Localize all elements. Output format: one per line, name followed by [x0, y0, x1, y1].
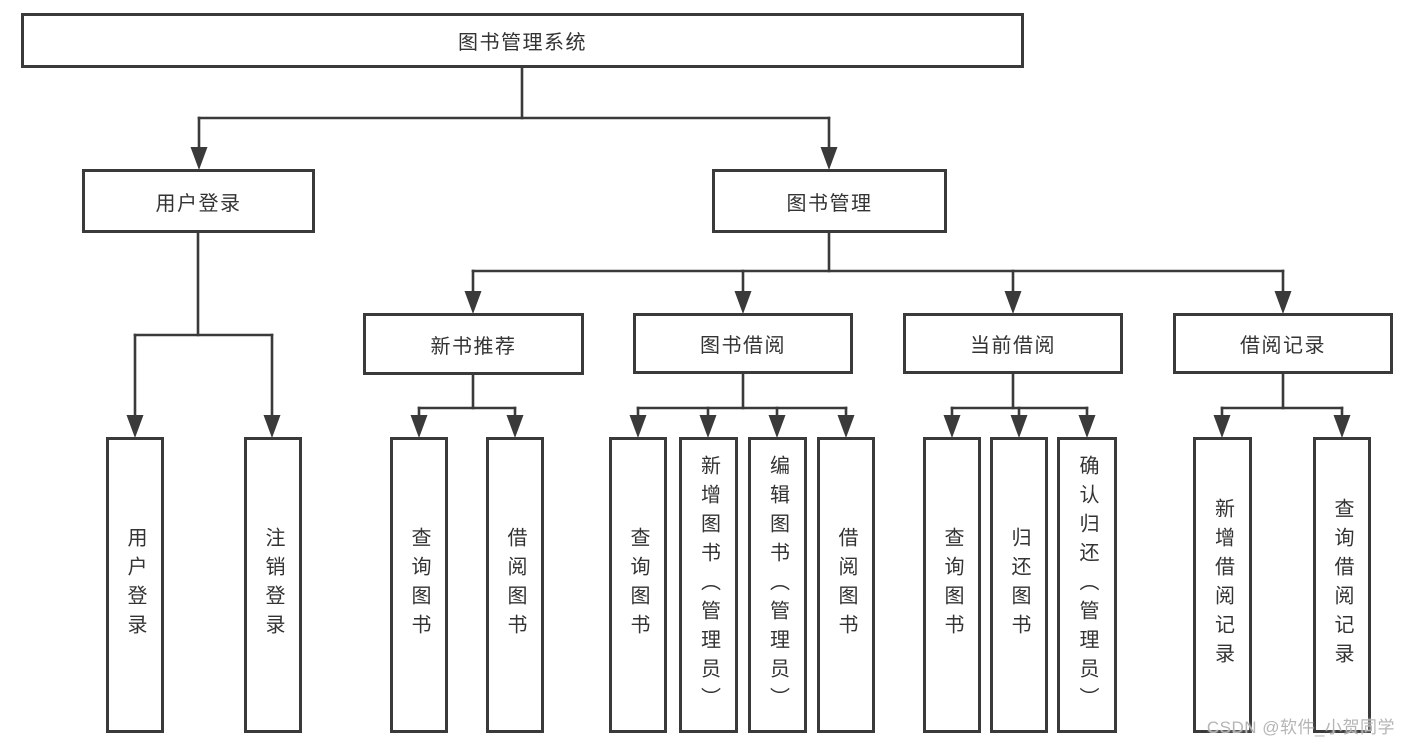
node-label: 查询图书 [941, 527, 963, 643]
diagram-node-current-borrow: 当前借阅 [903, 313, 1123, 374]
diagram-node-leaf-cb-query: 查询图书 [923, 437, 981, 733]
diagram-node-leaf-user-login: 用户登录 [106, 437, 164, 733]
diagram-node-leaf-bb-query: 查询图书 [609, 437, 667, 733]
arrowhead-icon [1274, 291, 1292, 314]
arrowhead-icon [629, 415, 647, 438]
node-label: 图书管理 [786, 192, 873, 215]
node-label: 编辑图书（管理员） [766, 454, 789, 716]
node-label: 确认归还（管理员） [1076, 454, 1098, 716]
arrowhead-icon [506, 415, 524, 438]
diagram-node-leaf-nb-borrow: 借阅图书 [486, 437, 544, 733]
diagram-node-root: 图书管理系统 [21, 13, 1024, 68]
diagram-node-book-mgmt: 图书管理 [712, 169, 947, 233]
arrowhead-icon [837, 415, 855, 438]
node-label: 借阅图书 [504, 527, 526, 643]
arrowhead-icon [820, 147, 838, 170]
node-label: 用户登录 [124, 527, 146, 643]
node-label: 借阅记录 [1240, 335, 1326, 357]
node-label: 注销登录 [262, 527, 284, 643]
diagram-node-leaf-rec-query: 查询借阅记录 [1313, 437, 1371, 733]
node-label: 借阅图书 [835, 527, 857, 643]
arrowhead-icon [190, 147, 208, 170]
diagram-node-leaf-bb-edit: 编辑图书（管理员） [748, 437, 807, 733]
node-label: 当前借阅 [970, 335, 1056, 357]
node-label: 新增借阅记录 [1211, 498, 1234, 672]
arrowhead-icon [768, 415, 786, 438]
arrowhead-icon [734, 291, 752, 314]
diagram-node-login: 用户登录 [82, 169, 315, 233]
node-label: 用户登录 [155, 192, 242, 215]
arrowhead-icon [1213, 415, 1231, 438]
node-label: 图书借阅 [700, 335, 786, 357]
arrowhead-icon [1010, 415, 1028, 438]
diagram-node-borrow-records: 借阅记录 [1173, 313, 1393, 374]
diagram-node-leaf-bb-add: 新增图书（管理员） [679, 437, 738, 733]
arrowhead-icon [464, 291, 482, 314]
arrowhead-icon [1333, 415, 1351, 438]
diagram-node-book-borrow: 图书借阅 [633, 313, 853, 374]
diagram-node-new-book: 新书推荐 [363, 313, 584, 375]
diagram-node-leaf-cb-confirm: 确认归还（管理员） [1057, 437, 1117, 733]
arrowhead-icon [410, 415, 428, 438]
diagram-node-leaf-rec-add: 新增借阅记录 [1193, 437, 1252, 733]
node-label: 归还图书 [1008, 527, 1030, 643]
arrowhead-icon [1078, 415, 1096, 438]
diagram-node-leaf-cb-return: 归还图书 [990, 437, 1048, 733]
node-label: 新增图书（管理员） [697, 454, 720, 716]
arrowhead-icon [1004, 291, 1022, 314]
node-label: 查询图书 [408, 527, 430, 643]
diagram-node-leaf-logout: 注销登录 [244, 437, 302, 733]
node-label: 查询借阅记录 [1331, 498, 1353, 672]
arrowhead-icon [699, 415, 717, 438]
arrowhead-icon [263, 415, 281, 438]
diagram-node-leaf-nb-query: 查询图书 [390, 437, 448, 733]
node-label: 图书管理系统 [458, 32, 587, 54]
diagram-node-leaf-bb-borrow: 借阅图书 [817, 437, 875, 733]
watermark-text: CSDN @软件_小贺同学 [1206, 718, 1395, 737]
arrowhead-icon [943, 415, 961, 438]
arrowhead-icon [126, 415, 144, 438]
node-label: 查询图书 [627, 527, 649, 643]
node-label: 新书推荐 [430, 335, 517, 358]
